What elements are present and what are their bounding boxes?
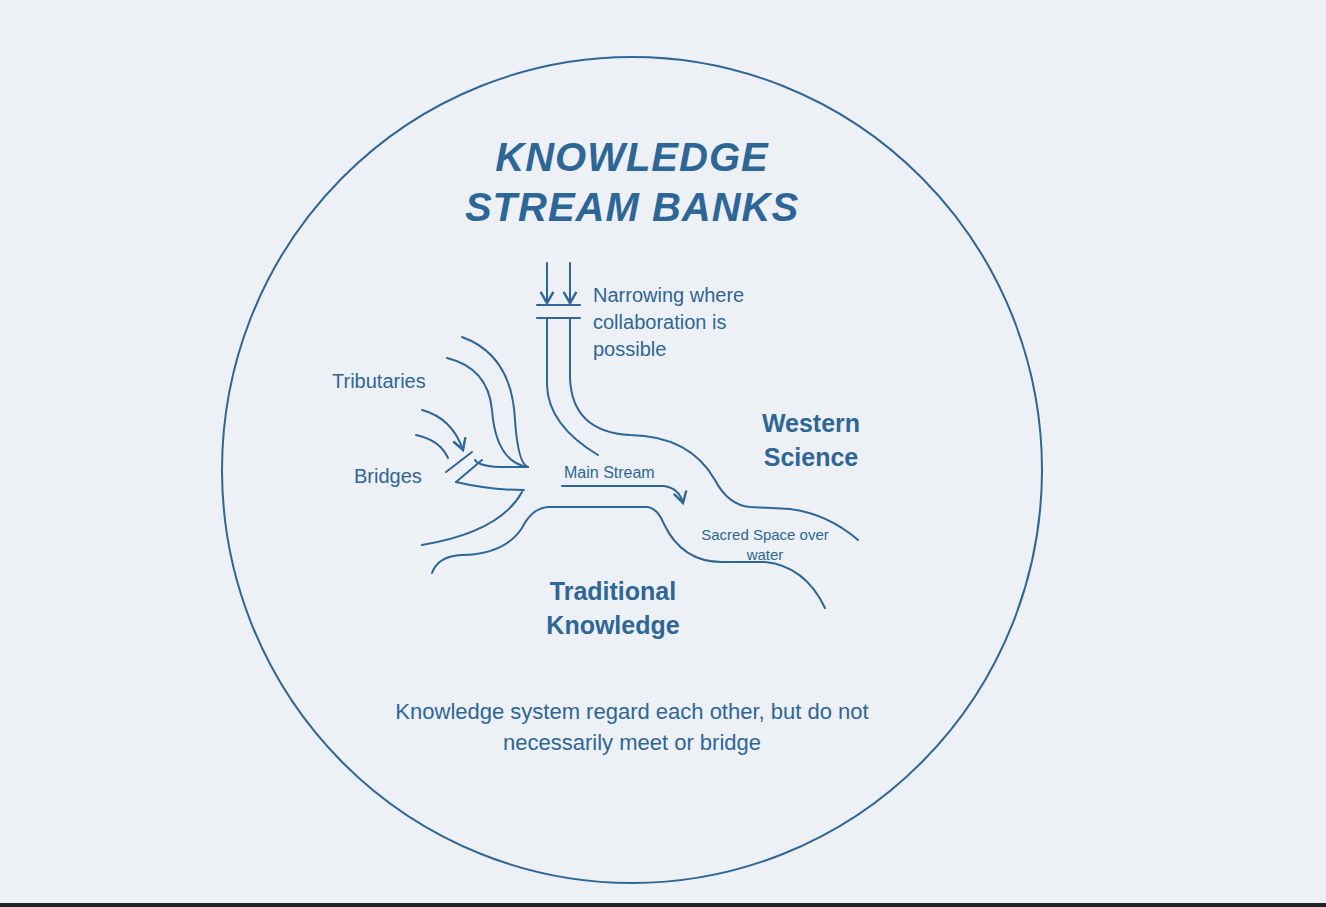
- stream-bank: [547, 318, 598, 455]
- part-label: Tributaries: [332, 370, 426, 393]
- diagram-caption: Knowledge system regard each other, but …: [392, 696, 872, 758]
- stream-bank: [456, 482, 524, 490]
- narrowing-bar: [537, 305, 580, 318]
- enclosing-circle: [222, 57, 1042, 883]
- region-label: Sacred Space over water: [700, 525, 830, 565]
- tributary-bank: [447, 358, 528, 467]
- narrowing-arrow: [569, 263, 571, 303]
- flow-arrow: [562, 486, 683, 503]
- system-label: Western Science: [736, 406, 886, 474]
- callout-note: Narrowing where collaboration is possibl…: [593, 282, 778, 363]
- bridge: [446, 452, 482, 482]
- stream-bank: [475, 460, 528, 467]
- tributary-bank: [422, 410, 463, 450]
- tributary-bank: [462, 337, 528, 467]
- window-edge-bar: [0, 903, 1326, 907]
- tributary-bank: [416, 435, 448, 458]
- stream-label: Main Stream: [562, 464, 657, 482]
- part-label: Bridges: [354, 465, 422, 488]
- system-label: Traditional Knowledge: [528, 574, 698, 642]
- narrowing-arrow: [546, 263, 548, 303]
- diagram-title: KNOWLEDGE STREAM BANKS: [412, 132, 852, 232]
- tributary-bank: [422, 492, 522, 545]
